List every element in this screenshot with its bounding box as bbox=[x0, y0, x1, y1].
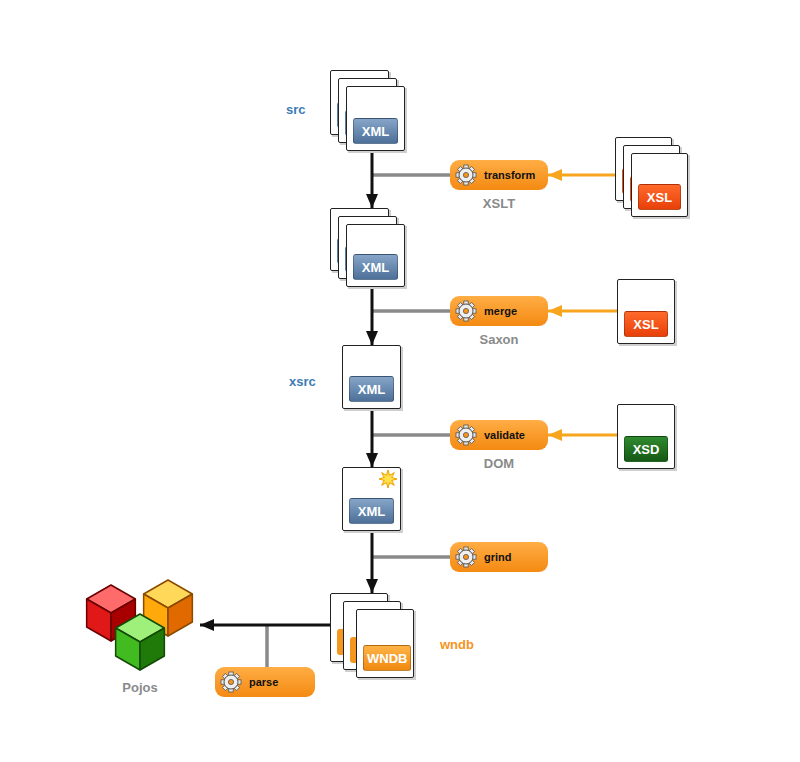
process-box: transformXSLT bbox=[450, 160, 548, 190]
page bbox=[343, 346, 401, 409]
tool-name: DOM bbox=[484, 456, 514, 471]
file-type: WNDB bbox=[367, 651, 407, 666]
gear-hole bbox=[463, 172, 468, 177]
document-stack: XSD bbox=[617, 404, 676, 470]
gear-body bbox=[459, 550, 473, 564]
flow-arrow bbox=[548, 310, 617, 313]
gear-body bbox=[459, 428, 473, 442]
flow-arrow bbox=[371, 288, 374, 345]
tap-line bbox=[372, 309, 450, 313]
document-stack: XML bbox=[330, 208, 406, 288]
file-badge: XSD bbox=[624, 436, 668, 462]
gear-hole bbox=[463, 432, 468, 437]
caption-holder: DOM bbox=[450, 454, 548, 472]
object-cubes: Pojos bbox=[80, 576, 200, 698]
process-box: validateDOM bbox=[450, 420, 548, 450]
tap-line bbox=[372, 555, 450, 559]
page bbox=[632, 154, 688, 217]
process-name: validate bbox=[484, 420, 525, 450]
process-name: transform bbox=[484, 160, 535, 190]
file-badge: XSL bbox=[638, 184, 681, 210]
file-badge: XSL bbox=[624, 311, 668, 337]
caption-holder: Pojos bbox=[80, 678, 200, 696]
file-badge: XML bbox=[353, 254, 398, 280]
process-box: parse bbox=[215, 667, 315, 697]
process-name: merge bbox=[484, 296, 517, 326]
gear-holder bbox=[450, 420, 480, 450]
gear-icon bbox=[456, 301, 476, 321]
gear-body bbox=[224, 675, 238, 689]
file-badge: XML bbox=[349, 498, 394, 524]
gear-body bbox=[459, 168, 473, 182]
flow-arrow bbox=[371, 410, 374, 467]
caption-holder: Saxon bbox=[450, 330, 548, 348]
flow-arrow bbox=[548, 174, 615, 177]
page bbox=[343, 468, 401, 531]
process-box: grind bbox=[450, 542, 548, 572]
file-badge: XML bbox=[353, 118, 398, 144]
page bbox=[618, 405, 675, 469]
file-type: XSD bbox=[633, 442, 660, 457]
gear-icon bbox=[221, 672, 241, 692]
gear-hole bbox=[463, 308, 468, 313]
file-badge: WNDB bbox=[363, 645, 411, 671]
flow-arrow bbox=[200, 624, 330, 627]
file-type: XML bbox=[362, 260, 389, 275]
cube-face bbox=[140, 628, 164, 670]
page bbox=[347, 87, 405, 151]
tap-lines bbox=[267, 175, 450, 667]
process-name: grind bbox=[484, 542, 512, 572]
process-box: mergeSaxon bbox=[450, 296, 548, 326]
cube-face bbox=[168, 594, 192, 636]
gear-holder bbox=[215, 667, 245, 697]
flow-arrow bbox=[371, 532, 374, 593]
gear-holder bbox=[450, 160, 480, 190]
stage-label: wndb bbox=[440, 637, 474, 652]
page bbox=[618, 280, 675, 344]
gear-icon bbox=[456, 425, 476, 445]
tool-name: XSLT bbox=[483, 196, 515, 211]
stage-label: xsrc bbox=[289, 374, 316, 389]
object-label: Pojos bbox=[122, 680, 157, 695]
cube-face bbox=[87, 599, 111, 641]
file-type: XML bbox=[362, 124, 389, 139]
tap-line bbox=[372, 433, 450, 437]
file-badge: XML bbox=[349, 376, 394, 402]
gear-body bbox=[459, 304, 473, 318]
document-stack: XSL bbox=[615, 137, 689, 218]
gear-hole bbox=[463, 554, 468, 559]
document-stack: WNDB bbox=[330, 593, 415, 679]
file-type: XML bbox=[358, 504, 385, 519]
cube-face bbox=[116, 628, 140, 670]
page bbox=[357, 610, 414, 678]
document-stack: XML bbox=[330, 70, 406, 152]
gear-icon bbox=[456, 547, 476, 567]
gear-holder bbox=[450, 296, 480, 326]
flow-arrow bbox=[548, 434, 617, 437]
document-stack: XSL bbox=[617, 279, 676, 345]
process-name: parse bbox=[249, 667, 278, 697]
gear-hole bbox=[228, 679, 233, 684]
file-type: XML bbox=[358, 382, 385, 397]
tool-name: Saxon bbox=[479, 332, 518, 347]
tap-line bbox=[372, 173, 450, 177]
file-type: XSL bbox=[633, 317, 658, 332]
gear-icon bbox=[456, 165, 476, 185]
gear-holder bbox=[450, 542, 480, 572]
page bbox=[347, 225, 405, 287]
tap-line bbox=[265, 625, 269, 667]
flow-arrow bbox=[371, 152, 374, 208]
document-stack: XML bbox=[342, 345, 402, 410]
new-star bbox=[379, 470, 397, 488]
cube bbox=[116, 614, 165, 670]
document-stack: XML bbox=[342, 467, 402, 532]
cube-group bbox=[80, 576, 200, 698]
caption-holder: XSLT bbox=[450, 194, 548, 212]
file-type: XSL bbox=[647, 190, 672, 205]
stage-label: src bbox=[286, 102, 306, 117]
